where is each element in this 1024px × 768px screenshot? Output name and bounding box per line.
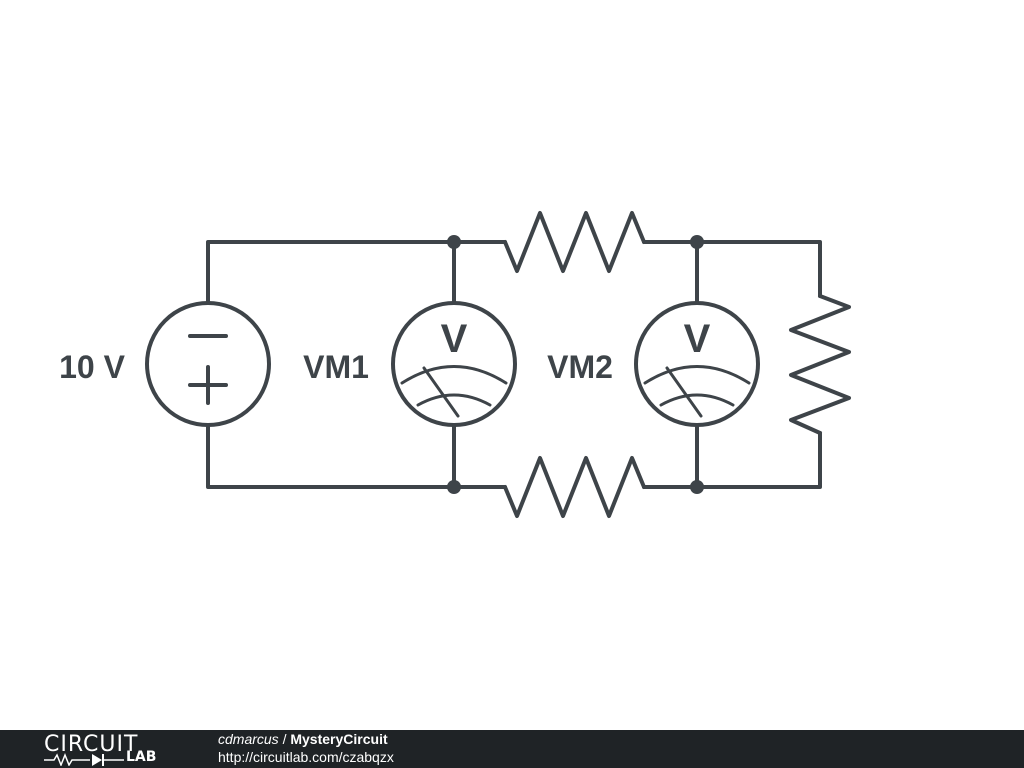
junction-dot bbox=[447, 235, 461, 249]
circuit-url-link[interactable]: http://circuitlab.com/czabqzx bbox=[218, 749, 394, 765]
voltmeter-symbol: V bbox=[441, 317, 468, 361]
voltage-source-circle bbox=[145, 301, 271, 427]
circuit-schematic: 10 V V VM1 V VM2 bbox=[59, 211, 851, 518]
wire-bottom-right bbox=[695, 431, 822, 489]
voltmeter-vm2: V bbox=[634, 301, 760, 427]
logo-text-bottom: LAB bbox=[126, 749, 157, 765]
voltmeter-icon bbox=[391, 301, 517, 427]
meter-scale-outer bbox=[643, 365, 751, 385]
resistor-top bbox=[503, 211, 646, 273]
meter-scale-inner bbox=[416, 393, 492, 407]
author-link[interactable]: cdmarcus bbox=[218, 731, 279, 747]
circuit-title-link[interactable]: MysteryCircuit bbox=[290, 731, 388, 747]
circuitlab-logo[interactable]: CIRCUIT LAB bbox=[40, 730, 180, 768]
vm1-label: VM1 bbox=[303, 349, 369, 385]
voltage-source bbox=[145, 301, 271, 427]
junction-dot bbox=[447, 480, 461, 494]
meter-needle bbox=[422, 366, 460, 418]
meter-needle bbox=[665, 366, 703, 418]
wire-top-left bbox=[206, 240, 456, 305]
separator: / bbox=[278, 731, 291, 747]
footer-bar: CIRCUIT LAB cdmarcus / MysteryCircuit ht… bbox=[0, 730, 1024, 768]
meter-scale-outer bbox=[400, 365, 508, 385]
vm2-label: VM2 bbox=[547, 349, 613, 385]
wires bbox=[206, 240, 822, 489]
wire-bottom-left bbox=[206, 424, 456, 489]
resistor-right bbox=[789, 294, 851, 435]
junction-dot bbox=[690, 480, 704, 494]
voltmeter-vm1: V bbox=[391, 301, 517, 427]
source-label: 10 V bbox=[59, 349, 125, 385]
meter-scale-inner bbox=[659, 393, 735, 407]
logo-circuit-icon bbox=[44, 752, 124, 766]
voltmeter-icon bbox=[634, 301, 760, 427]
junction-dot bbox=[690, 235, 704, 249]
wire-top-right bbox=[695, 240, 822, 298]
footer-title-line: cdmarcus / MysteryCircuit bbox=[218, 731, 388, 747]
logo-text-top: CIRCUIT bbox=[44, 732, 139, 757]
resistor-bottom bbox=[503, 456, 646, 518]
voltmeter-symbol: V bbox=[684, 317, 711, 361]
